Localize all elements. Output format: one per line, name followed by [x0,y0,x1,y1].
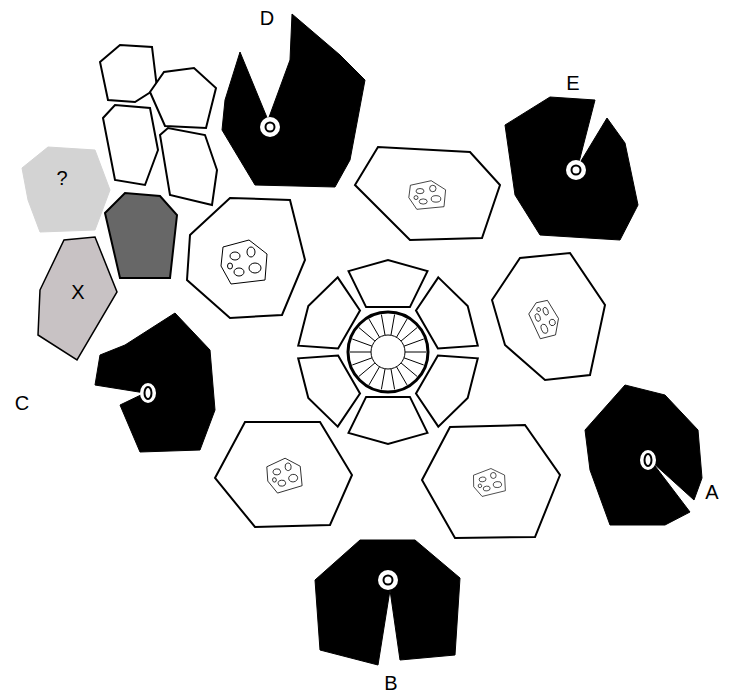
wheel-segment [349,260,428,307]
shape-letter: ? [56,168,67,188]
center-wheel [298,260,478,444]
shape-fill [505,97,638,240]
hole-ring [145,387,152,399]
hole-ring [266,123,275,132]
option-shape: A [580,380,725,530]
option-shape: D [212,0,370,192]
wheel-hub [371,335,405,369]
shape-outline [212,0,370,192]
option-shape: C [10,310,220,455]
marked-piece: X [35,230,120,363]
missing-piece: ? [20,145,112,235]
shape-fill [95,313,215,452]
hole [260,117,280,137]
shape-outline [10,310,220,455]
shape-letter: E [566,73,579,93]
wheel-rim [348,312,428,392]
hole [378,570,398,590]
hole-ring [572,166,581,175]
hole [566,160,586,180]
shape-letter: B [384,673,397,693]
shape-letter: D [260,8,274,28]
wheel-spoke [369,367,380,385]
wheel-spoke [397,367,408,385]
hole-ring [645,454,652,466]
hole-ring [384,576,393,585]
wheel-spoke [381,369,385,390]
wheel-spoke [397,319,408,337]
shape-letter: X [71,282,84,302]
wheel-spoke [404,339,424,346]
shape-fill [38,237,117,360]
shape-fill [315,540,460,665]
shape-outline [580,380,725,530]
option-shape: B [310,535,465,695]
wheel-spoke [369,319,380,337]
wheel-spoke [381,315,385,336]
shape-outline [310,535,465,695]
wheel-spoke [352,358,372,365]
shape-fill [222,14,365,187]
wheel-spoke [352,339,372,346]
wheel-spoke [391,315,395,336]
hole [640,450,656,470]
wheel-spoke [404,358,424,365]
option-shape: E [500,65,645,245]
shape-fill [22,147,110,232]
shape-fill [585,385,702,525]
hole [140,383,156,403]
shape-outline [20,145,112,235]
wheel-spoke [401,363,417,376]
wheel-spoke [350,352,371,353]
wheel-segment [349,397,428,444]
wheel-spoke [401,328,417,341]
wheel-spoke [405,352,426,353]
wheel-spoke [359,363,375,376]
wheel-spoke [391,369,395,390]
shape-letter: A [705,482,718,502]
wheel-spoke [359,328,375,341]
shape-letter: C [15,393,29,413]
